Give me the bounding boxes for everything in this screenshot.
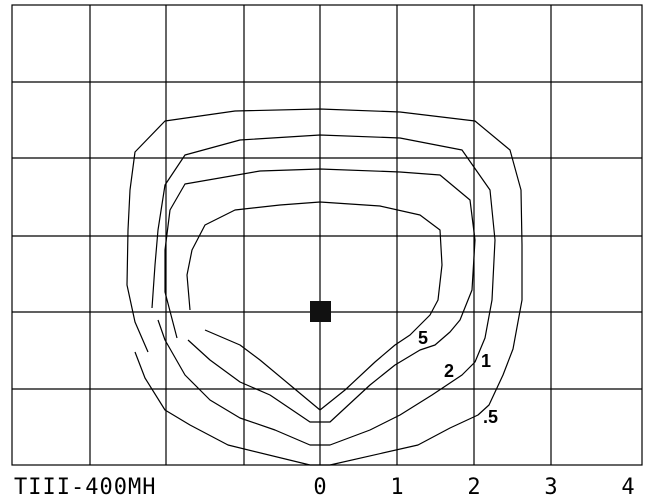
axis-tick-label: 1 (390, 475, 403, 499)
contour-label-1: 1 (481, 351, 491, 371)
contour-label-5: 5 (418, 328, 428, 348)
isofootcandle-contours (126, 108, 523, 466)
bottom-labels: TIII-400MH 0 1 2 3 4 (14, 475, 635, 499)
axis-tick-label: 4 (621, 475, 634, 499)
contour-label-0-5: .5 (483, 407, 498, 427)
grid-border (11, 4, 643, 466)
contour-5 (186, 201, 443, 411)
contour-labels: 5 2 1 .5 (418, 328, 498, 427)
contour-label-2: 2 (444, 361, 454, 381)
contour-1 (151, 134, 496, 446)
axis-tick-label: 0 (313, 475, 326, 499)
contour-2 (164, 168, 476, 423)
fixture-name: TIII-400MH (14, 475, 156, 499)
grid (11, 4, 643, 466)
axis-tick-label: 3 (544, 475, 557, 499)
fixture-marker (310, 301, 331, 322)
axis-tick-label: 2 (467, 475, 480, 499)
contour-outer (126, 108, 523, 466)
